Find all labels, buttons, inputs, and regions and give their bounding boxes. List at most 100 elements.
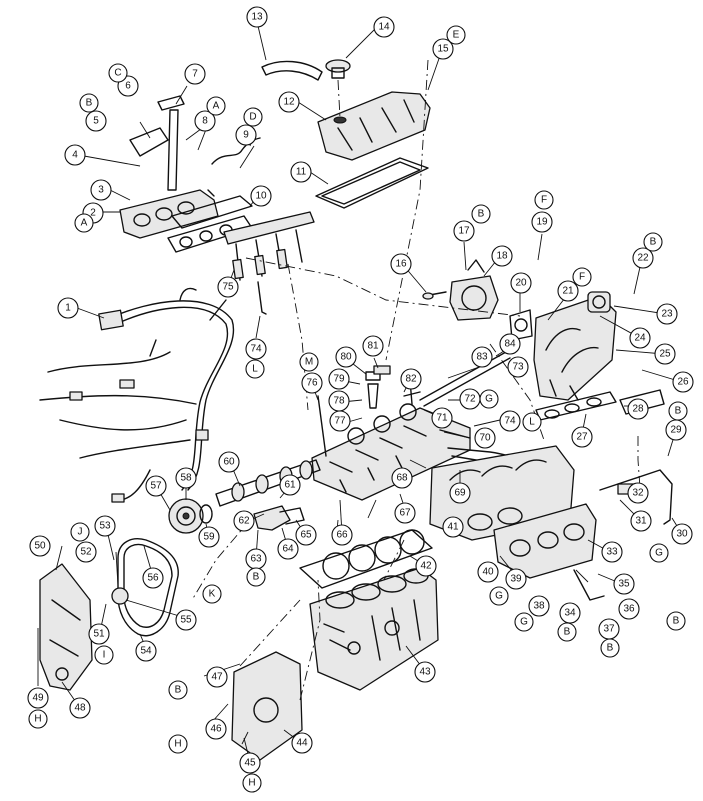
callout-30: 30 — [671, 523, 693, 545]
callouts: 1 2 3 4 5 6 7 8 9 10 11 12 13 14 15 16 1… — [27, 6, 694, 793]
svg-text:16: 16 — [395, 259, 407, 270]
callout-61: 61 — [279, 474, 301, 496]
svg-text:74: 74 — [250, 344, 262, 355]
svg-text:11: 11 — [296, 167, 307, 178]
svg-text:F: F — [579, 272, 585, 283]
svg-text:81: 81 — [367, 341, 379, 352]
svg-text:H: H — [174, 739, 181, 750]
lower-timing-cover — [231, 651, 303, 761]
intake-manifold — [429, 445, 575, 541]
ref-G-3: G — [489, 586, 509, 606]
svg-text:73: 73 — [512, 362, 524, 373]
ref-A-2: A — [206, 96, 226, 116]
ref-F-1: F — [534, 190, 554, 210]
callout-33: 33 — [601, 541, 623, 563]
callout-26: 26 — [672, 371, 694, 393]
ref-F-2: F — [572, 267, 592, 287]
egr-valve — [587, 291, 611, 313]
callout-74b: 74 — [245, 338, 267, 360]
callout-19: 19 — [531, 211, 553, 233]
callout-65: 65 — [295, 524, 317, 546]
svg-text:19: 19 — [536, 217, 548, 228]
fuel-rail-injectors — [223, 211, 315, 281]
callout-41: 41 — [442, 516, 464, 538]
engine-parts — [39, 59, 673, 761]
svg-text:57: 57 — [150, 481, 162, 492]
svg-text:C: C — [114, 68, 121, 79]
svg-text:41: 41 — [447, 522, 459, 533]
callout-28: 28 — [627, 398, 649, 420]
svg-text:13: 13 — [251, 12, 263, 23]
callout-56: 56 — [142, 567, 164, 589]
ref-L-1: L — [522, 412, 542, 432]
svg-text:B: B — [675, 406, 682, 417]
callout-38: 38 — [528, 595, 550, 617]
svg-text:B: B — [175, 685, 182, 696]
svg-text:21: 21 — [562, 286, 574, 297]
ref-I: I — [94, 645, 114, 665]
callout-45: 45 — [239, 752, 261, 774]
svg-text:40: 40 — [482, 567, 494, 578]
svg-text:65: 65 — [300, 530, 312, 541]
svg-text:58: 58 — [180, 473, 192, 484]
callout-40: 40 — [477, 561, 499, 583]
svg-text:G: G — [495, 591, 503, 602]
ref-E: E — [446, 25, 466, 45]
svg-text:B: B — [607, 643, 614, 654]
callout-81: 81 — [362, 335, 384, 357]
callout-32: 32 — [627, 482, 649, 504]
svg-text:G: G — [520, 617, 528, 628]
callout-39: 39 — [505, 568, 527, 590]
svg-text:12: 12 — [283, 97, 295, 108]
svg-text:25: 25 — [659, 349, 671, 360]
svg-text:B: B — [650, 237, 657, 248]
svg-text:79: 79 — [333, 374, 345, 385]
svg-text:B: B — [478, 209, 485, 220]
svg-text:1: 1 — [65, 303, 71, 314]
callout-43: 43 — [414, 661, 436, 683]
callout-27: 27 — [571, 426, 593, 448]
callout-51: 51 — [88, 623, 110, 645]
callout-49: 49 — [27, 687, 49, 709]
svg-text:K: K — [209, 589, 216, 600]
svg-text:51: 51 — [93, 629, 105, 640]
svg-text:68: 68 — [396, 473, 408, 484]
callout-71: 71 — [431, 407, 453, 429]
svg-text:53: 53 — [99, 521, 111, 532]
callout-18: 18 — [491, 245, 513, 267]
svg-text:45: 45 — [244, 758, 256, 769]
ref-H-3: H — [242, 773, 262, 793]
callout-23: 23 — [656, 303, 678, 325]
svg-text:69: 69 — [454, 488, 466, 499]
engine-block — [309, 567, 439, 691]
callout-17: 17 — [453, 220, 475, 242]
callout-20: 20 — [510, 272, 532, 294]
callout-64: 64 — [277, 538, 299, 560]
callout-55: 55 — [175, 609, 197, 631]
svg-text:75: 75 — [222, 282, 234, 293]
svg-text:62: 62 — [238, 516, 250, 527]
callout-4: 4 — [64, 144, 86, 166]
throttle-body — [422, 259, 499, 321]
svg-text:34: 34 — [564, 608, 576, 619]
svg-text:18: 18 — [496, 251, 508, 262]
svg-text:60: 60 — [223, 457, 235, 468]
svg-text:31: 31 — [635, 516, 647, 527]
svg-text:G: G — [655, 548, 663, 559]
callout-73: 73 — [507, 356, 529, 378]
callout-11: 11 — [290, 161, 312, 183]
ref-G-2: G — [649, 543, 669, 563]
callout-57: 57 — [145, 475, 167, 497]
svg-text:52: 52 — [80, 547, 92, 558]
thermostat-housing — [253, 505, 291, 531]
svg-text:B: B — [253, 572, 260, 583]
svg-text:A: A — [81, 218, 88, 229]
svg-text:56: 56 — [147, 573, 159, 584]
callout-68: 68 — [391, 467, 413, 489]
svg-text:3: 3 — [98, 185, 104, 196]
callout-79: 79 — [328, 368, 350, 390]
callout-8: 8 — [194, 110, 216, 132]
svg-text:29: 29 — [670, 425, 682, 436]
callout-74a: 74 — [499, 410, 521, 432]
oil-filler-cap — [325, 59, 351, 79]
